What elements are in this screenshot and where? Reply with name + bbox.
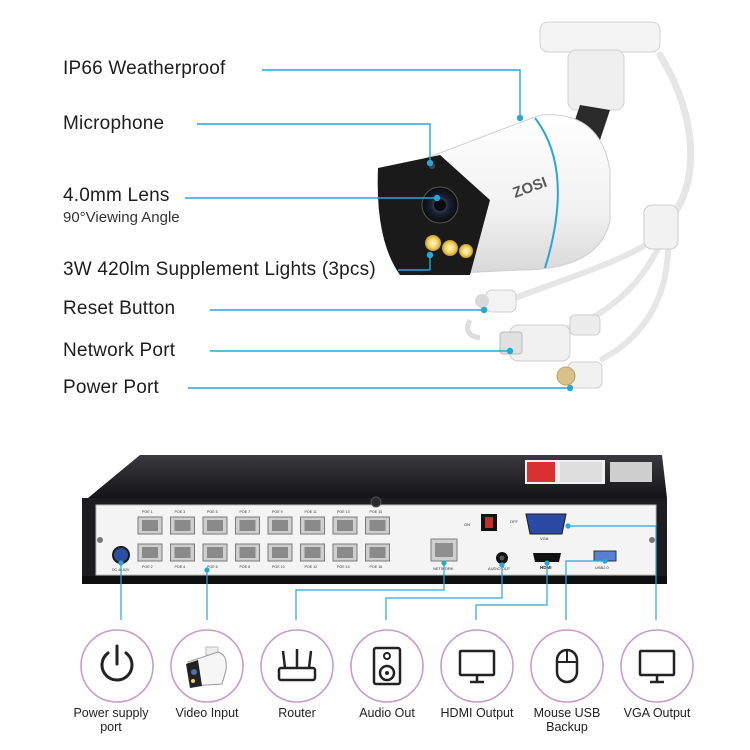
feature-label-weatherproof: IP66 Weatherproof [63,58,226,79]
poe-port-label: POE 15 [370,510,383,514]
power-icon [80,629,154,703]
feature-label-power: Power Port [63,377,159,398]
poe-port-label: POE 3 [175,510,186,514]
poe-port-label: POE 7 [240,510,251,514]
monitor-icon [440,629,514,703]
poe-port-socket [337,520,353,531]
monitor-icon [620,629,694,703]
poe-port-label: POE 8 [240,565,251,569]
network-port-label: NETWORK [433,566,454,571]
poe-port-label: POE 13 [337,510,350,514]
port-icons [80,629,694,703]
switch-off-label: OFF [510,519,519,524]
vga-port-label: VGA [540,536,549,541]
reset-button-connector [465,289,517,341]
port-caption-video-input: Video Input [175,706,239,720]
poe-port-socket [272,547,288,558]
poe-port-socket [239,547,256,558]
poe-port-socket [304,520,321,531]
poe-port-label: POE 1 [142,510,153,514]
poe-port-socket [369,520,386,531]
poe-port-label: POE 4 [175,565,186,569]
poe-port-label: POE 12 [305,565,318,569]
router-icon [260,629,334,703]
poe-port-label: POE 9 [272,510,283,514]
port-caption-mouse-usb: Mouse USB Backup [533,706,601,734]
camera-icon [170,629,244,703]
poe-port-socket [174,547,191,558]
feature-sublabel-viewing-angle: 90°Viewing Angle [63,209,180,226]
usb-port-label: USB2.0 [595,565,610,570]
poe-port-label: POE 2 [142,565,153,569]
feature-label-network: Network Port [63,340,176,361]
poe-port-socket [272,520,288,531]
poe-port-label: POE 16 [370,565,383,569]
port-caption-hdmi: HDMI Output [440,706,514,720]
mouse-icon [530,629,604,703]
port-caption-router: Router [278,706,316,720]
camera-callout-lines [185,69,574,392]
port-caption-vga: VGA Output [623,706,691,720]
nvr-callout-lines [118,523,657,620]
poe-port-socket [142,520,158,531]
poe-port-label: POE 11 [305,510,317,514]
audio-port-label: AUDIO OUT [488,566,511,571]
poe-port-label: POE 6 [207,565,218,569]
poe-port-socket [239,520,256,531]
feature-label-reset: Reset Button [63,298,176,319]
poe-port-socket [304,547,321,558]
camera-illustration: ZOSI [377,21,695,389]
poe-port-label: POE 10 [272,565,285,569]
poe-port-label: POE 14 [337,565,350,569]
poe-port-socket [142,547,158,558]
feature-label-lens: 4.0mm Lens [63,185,170,206]
power-port-connector [556,361,603,389]
poe-port-socket [337,547,353,558]
poe-port-label: POE 5 [207,510,218,514]
feature-label-lights: 3W 420lm Supplement Lights (3pcs) [63,259,376,280]
poe-port-socket [207,520,223,531]
port-caption-audio-out: Audio Out [359,706,415,720]
poe-port-grid: POE 1 POE 2 POE 3 POE 4 POE 5 POE 6 POE 7 POE 8… [137,510,390,569]
hdmi-port-label: HDMI [540,565,552,570]
poe-port-socket [207,547,223,558]
speaker-icon [350,629,424,703]
poe-port-socket [369,547,386,558]
switch-on-label: ON [464,522,470,527]
poe-port-socket [174,520,191,531]
network-port-connector [499,314,601,362]
port-caption-power: Power supply port [73,706,149,734]
feature-label-microphone: Microphone [63,113,165,134]
